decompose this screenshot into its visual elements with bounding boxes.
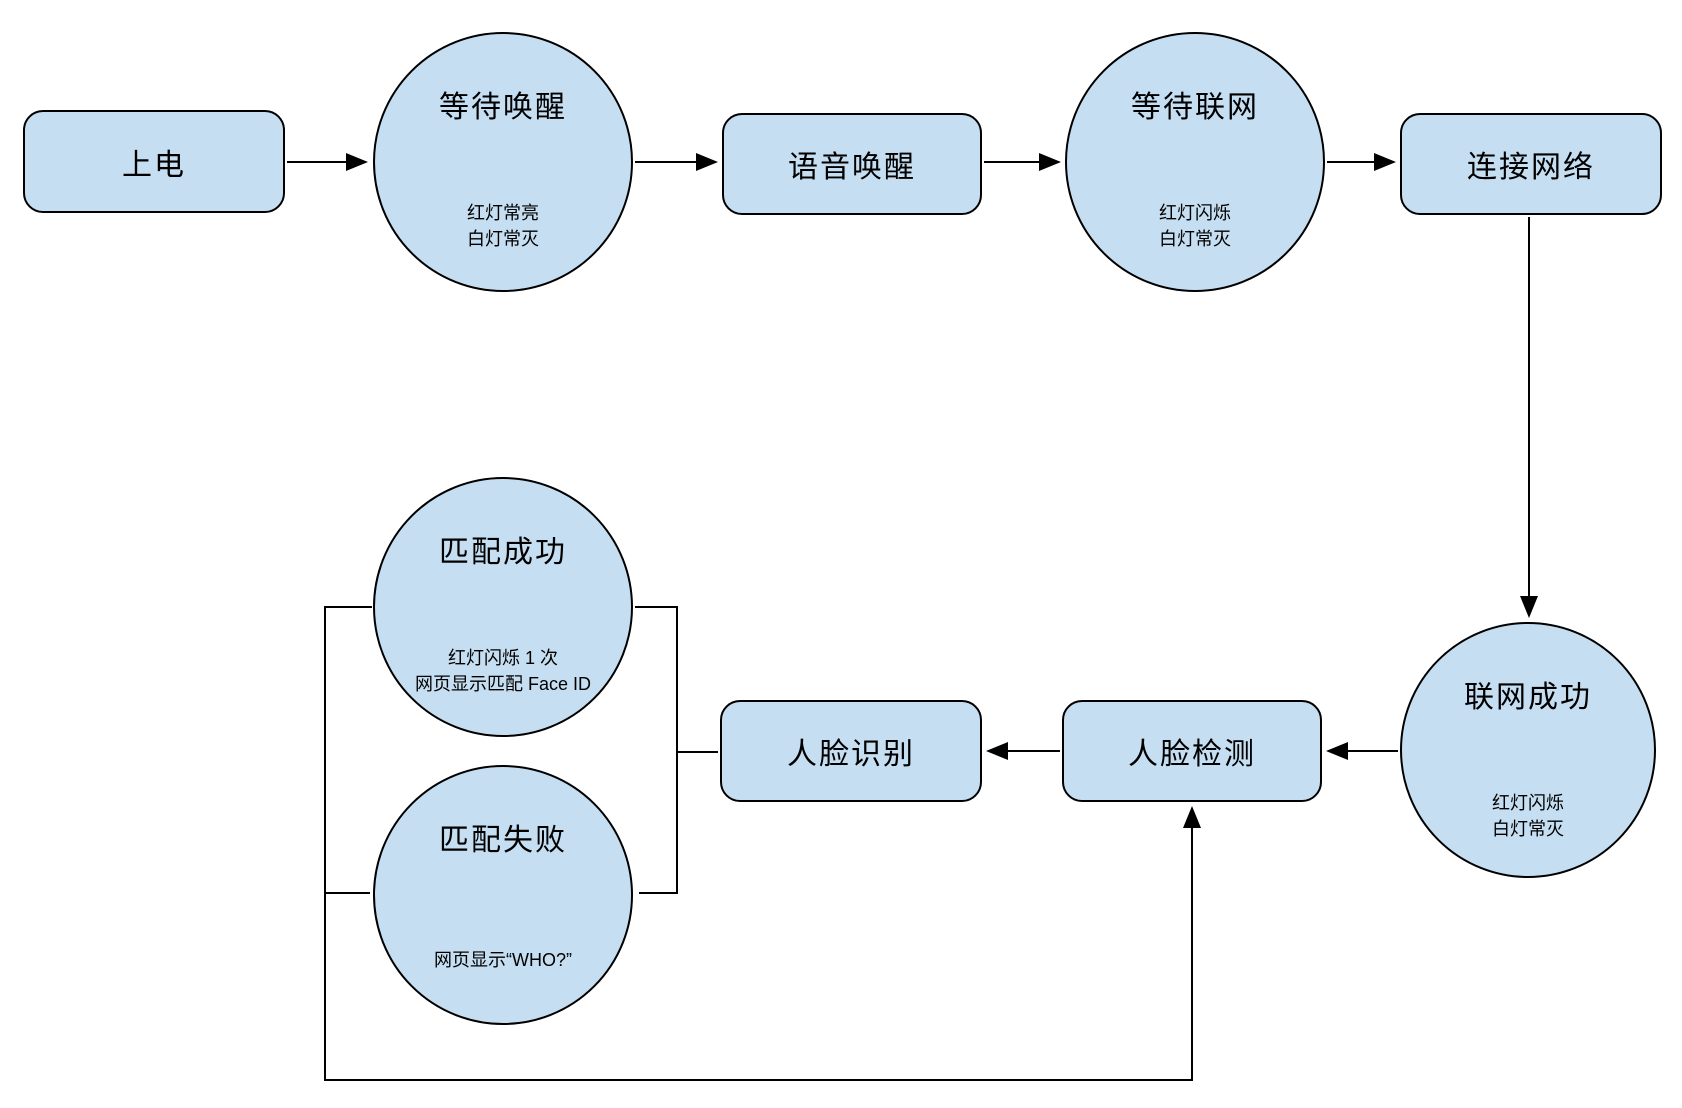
note-line: 白灯常灭 [1159,229,1231,249]
edge-loop-to-face-detect [324,606,1201,1081]
node-wait-network-notes: 红灯闪烁 白灯常灭 [1067,200,1323,252]
note-line: 白灯常灭 [1492,819,1564,839]
node-face-recognize-label: 人脸识别 [787,738,915,771]
note-line: 红灯闪烁 [1159,203,1231,223]
node-match-fail-label: 匹配失败 [439,824,567,857]
node-power-on: 上电 [23,110,285,213]
node-face-detect: 人脸检测 [1062,700,1322,802]
node-face-recognize: 人脸识别 [720,700,982,802]
note-line: 红灯闪烁 [1492,793,1564,813]
note-line: 红灯常亮 [467,203,539,223]
node-network-success-label: 联网成功 [1464,681,1592,714]
node-match-success: 匹配成功 红灯闪烁 1 次 网页显示匹配 Face ID [373,477,633,737]
node-connect-network: 连接网络 [1400,113,1662,215]
node-power-on-label: 上电 [122,148,186,182]
node-wait-wake-label: 等待唤醒 [439,91,567,124]
node-match-fail: 匹配失败 网页显示“WHO?” [373,765,633,1025]
node-network-success-notes: 红灯闪烁 白灯常灭 [1402,790,1654,842]
note-line: 网页显示“WHO?” [434,950,572,970]
node-voice-wake: 语音唤醒 [722,113,982,215]
node-match-fail-notes: 网页显示“WHO?” [375,947,631,973]
bracket-match-results [635,606,678,894]
node-connect-network-label: 连接网络 [1467,151,1595,184]
node-voice-wake-label: 语音唤醒 [788,151,916,184]
node-wait-network-label: 等待联网 [1131,91,1259,124]
node-face-detect-label: 人脸检测 [1128,738,1256,771]
node-wait-wake: 等待唤醒 红灯常亮 白灯常灭 [373,32,633,292]
node-match-success-notes: 红灯闪烁 1 次 网页显示匹配 Face ID [375,645,631,697]
note-line: 白灯常灭 [467,229,539,249]
node-wait-wake-notes: 红灯常亮 白灯常灭 [375,200,631,252]
note-line: 网页显示匹配 Face ID [414,674,592,694]
node-match-success-label: 匹配成功 [439,536,567,569]
node-network-success: 联网成功 红灯闪烁 白灯常灭 [1400,622,1656,878]
node-wait-network: 等待联网 红灯闪烁 白灯常灭 [1065,32,1325,292]
note-line: 红灯闪烁 1 次 [447,648,558,668]
